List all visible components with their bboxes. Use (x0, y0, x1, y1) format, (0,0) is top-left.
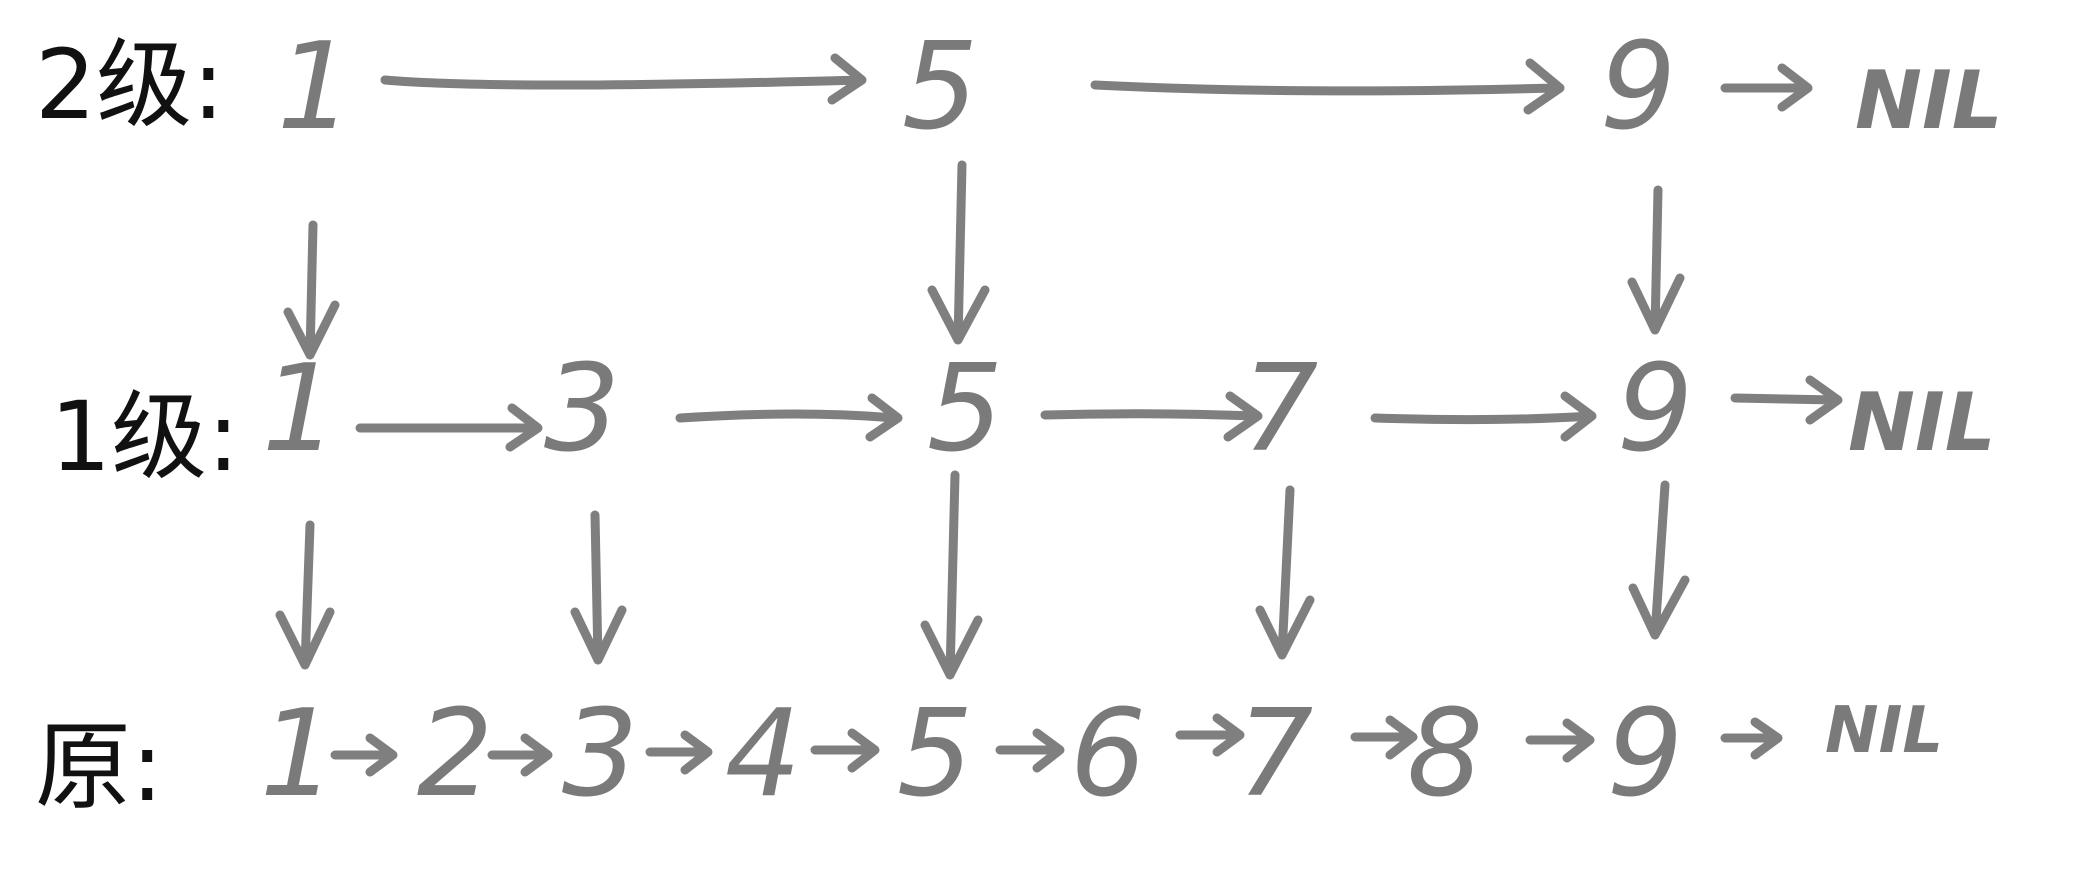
right-arrow (675, 393, 903, 442)
original-node: 5 (897, 685, 973, 824)
level-1-node: 3 (544, 340, 620, 479)
right-arrow (355, 403, 543, 452)
level-1-label: 1级: (50, 381, 239, 493)
right-arrow (810, 728, 880, 773)
right-arrow (1090, 58, 1565, 115)
right-arrow (1730, 375, 1843, 425)
right-arrow (1350, 715, 1418, 760)
level-2-node: 9 (1600, 18, 1676, 157)
right-arrow (995, 728, 1065, 773)
right-arrow (1040, 391, 1263, 442)
down-arrow (1628, 480, 1690, 640)
original-node: 1 (260, 685, 336, 824)
down-arrow (275, 520, 335, 670)
down-arrow (283, 220, 340, 360)
right-arrow (1525, 718, 1595, 763)
right-arrow (487, 733, 553, 777)
original-node: 3 (562, 685, 638, 824)
right-arrow (645, 730, 713, 775)
original-node: 8 (1407, 685, 1483, 824)
level-2-node: 1 (277, 18, 353, 157)
original-node: 9 (1607, 685, 1683, 824)
right-arrow (1720, 63, 1813, 112)
down-arrow (1627, 185, 1685, 335)
level-1-node: 1 (262, 340, 338, 479)
right-arrow (330, 733, 398, 777)
original-node: 6 (1070, 685, 1146, 824)
down-arrow (927, 160, 990, 345)
down-arrow (570, 510, 627, 665)
arrows (275, 53, 1843, 777)
right-arrow (1175, 713, 1245, 757)
level-1-node: 5 (927, 340, 1003, 479)
level-1-node: 9 (1617, 340, 1693, 479)
original-level-label: 原: (35, 711, 163, 823)
original-node: 7 (1237, 685, 1313, 824)
level-2-label: 2级: (35, 29, 224, 141)
right-arrow (1720, 717, 1783, 760)
down-arrow (1255, 485, 1315, 660)
original-node: 2 (417, 685, 493, 824)
level-2-node: 5 (902, 18, 978, 157)
original-nil: NIL (1825, 694, 1943, 768)
right-arrow (1370, 391, 1597, 442)
original-node: 4 (725, 685, 801, 824)
down-arrow (920, 470, 983, 680)
level-1-nil: NIL (1848, 376, 1996, 469)
level-2-nil: NIL (1855, 54, 2003, 147)
right-arrow (380, 53, 867, 105)
